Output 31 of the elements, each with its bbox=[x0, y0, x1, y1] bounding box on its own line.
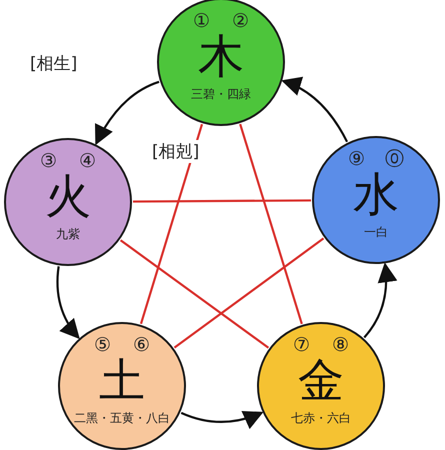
arrow bbox=[281, 78, 348, 142]
connector-line bbox=[133, 199, 311, 203]
trigram-label: 三碧・四緑 bbox=[190, 86, 252, 102]
arrow bbox=[180, 410, 264, 429]
number-label: ④ bbox=[78, 150, 96, 172]
number-label: ⑤ bbox=[94, 334, 112, 356]
trigram-label: 二黑・五黄・八白 bbox=[73, 410, 171, 426]
element-character: 土 bbox=[98, 354, 146, 406]
trigram-label: 一白 bbox=[363, 224, 389, 240]
arrow bbox=[56, 266, 80, 340]
connector-line bbox=[174, 238, 324, 348]
arrow bbox=[95, 80, 160, 146]
connector-line bbox=[140, 124, 204, 324]
element-character: 火 bbox=[44, 170, 92, 222]
number-label: ⑨ bbox=[348, 148, 366, 170]
number-label: ⓪ bbox=[385, 148, 404, 170]
number-label: ⑥ bbox=[132, 334, 150, 356]
number-label: ⑧ bbox=[332, 334, 349, 356]
number-label: ⑦ bbox=[293, 334, 310, 356]
trigram-label: 九紫 bbox=[55, 226, 81, 242]
element-character: 水 bbox=[352, 168, 399, 220]
connector-line bbox=[239, 124, 303, 324]
number-label: ③ bbox=[40, 150, 58, 172]
relation-label: [相剋] bbox=[150, 140, 202, 163]
element-character: 木 bbox=[197, 30, 245, 82]
number-label: ① bbox=[193, 10, 210, 32]
connector-line bbox=[120, 239, 270, 349]
number-label: ② bbox=[232, 10, 249, 32]
arrow bbox=[363, 262, 397, 338]
trigram-label: 七赤・六白 bbox=[290, 410, 352, 426]
element-character: 金 bbox=[297, 354, 345, 406]
